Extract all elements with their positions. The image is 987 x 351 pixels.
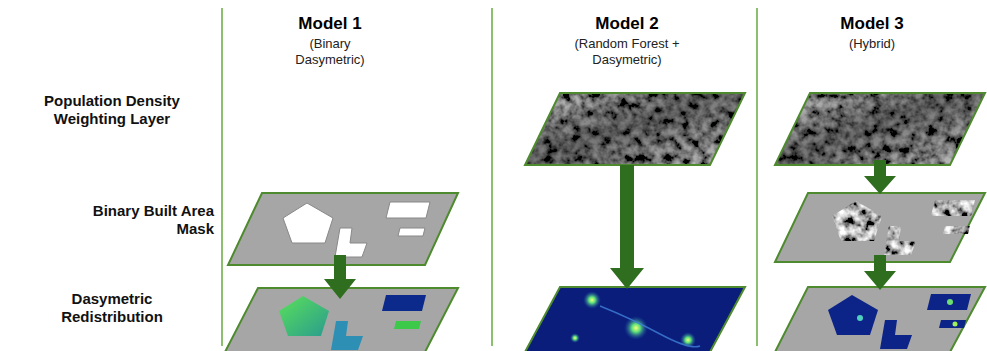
row-label: Binary Built Area Mask <box>62 202 214 238</box>
column-subtitle: (Binary Dasymetric) <box>284 36 376 67</box>
column-heading: Model 1 <box>260 14 400 34</box>
column-heading: Model 2 <box>557 14 697 34</box>
row-label: Population Density Weighting Layer <box>12 92 212 128</box>
row-label: Dasymetric Redistribution <box>27 290 197 326</box>
column-heading: Model 3 <box>802 14 942 34</box>
column-subtitle: (Hybrid) <box>812 36 932 52</box>
column-subtitle: (Random Forest + Dasymetric) <box>561 36 693 67</box>
